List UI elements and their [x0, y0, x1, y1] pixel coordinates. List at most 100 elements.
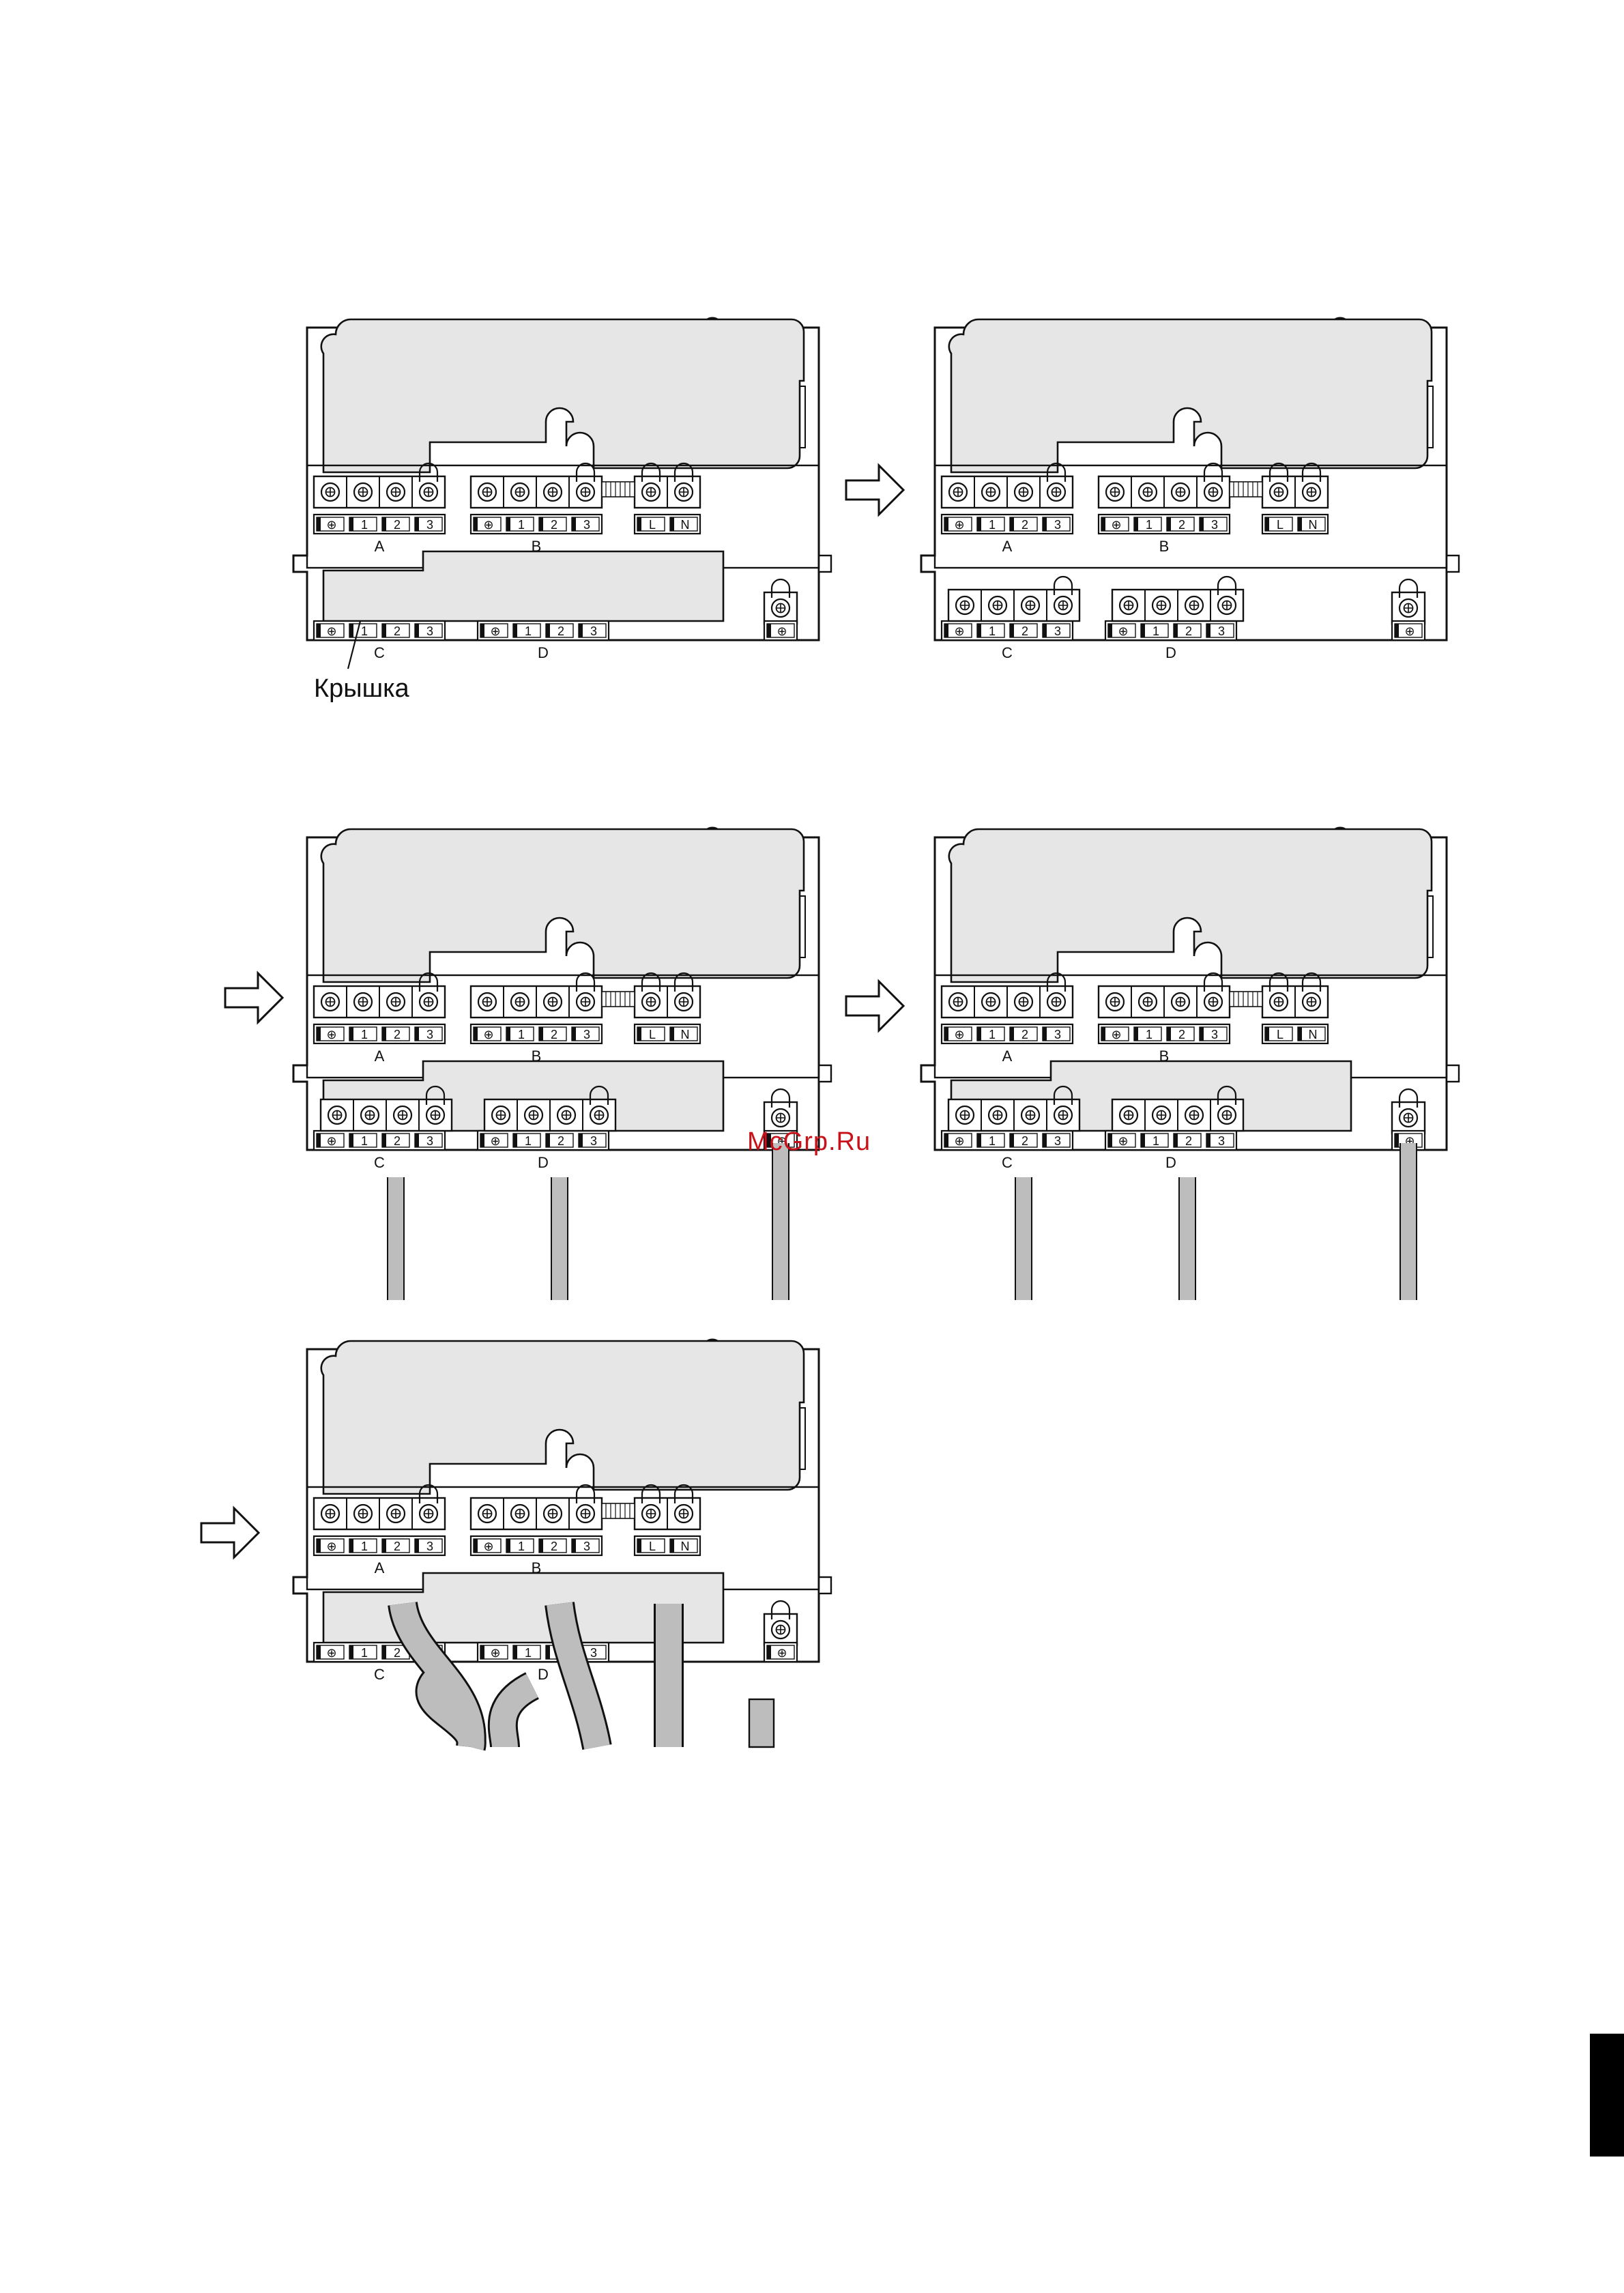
- watermark: McGrp.Ru: [747, 1127, 871, 1157]
- terminal-label: ⊕: [483, 1540, 493, 1553]
- label-cell-mark: [513, 1645, 517, 1659]
- label-cell-mark: [637, 517, 641, 531]
- label-cell-mark: [474, 517, 478, 531]
- label-cell-mark: [382, 1539, 386, 1553]
- label-cell-mark: [546, 624, 550, 637]
- page-edge-tab: [1590, 2034, 1624, 2157]
- terminal-label: ⊕: [490, 1134, 500, 1148]
- terminal-label: N: [681, 1028, 690, 1041]
- terminal-label: 2: [394, 518, 401, 532]
- label-cell-mark: [415, 1027, 419, 1041]
- label-cell-mark: [977, 1134, 981, 1147]
- label-cell-mark: [317, 1134, 321, 1147]
- label-cell-mark: [1167, 517, 1171, 531]
- label-cell-mark: [1395, 1134, 1399, 1147]
- group-letter: A: [1002, 1048, 1013, 1065]
- label-cell-mark: [579, 1134, 583, 1147]
- terminal-label: 1: [361, 1028, 368, 1041]
- terminal-label: 3: [426, 624, 433, 638]
- label-cell-mark: [546, 1134, 550, 1147]
- terminal-label: N: [1309, 1028, 1318, 1041]
- label-cell-mark: [572, 517, 576, 531]
- label-cell-mark: [539, 1027, 543, 1041]
- terminal-label: 1: [989, 624, 996, 638]
- label-cell-mark: [1108, 624, 1112, 637]
- label-cell-mark: [506, 1027, 510, 1041]
- label-cell-mark: [637, 1027, 641, 1041]
- terminal-label: 1: [361, 624, 368, 638]
- label-cell-mark: [1010, 1027, 1014, 1041]
- terminal-label: ⊕: [1111, 518, 1121, 532]
- terminal-label: 3: [1218, 624, 1225, 638]
- mounting-lug: [1447, 1065, 1459, 1082]
- terminal-label: ⊕: [326, 518, 336, 532]
- terminal-label: 3: [426, 1028, 433, 1041]
- terminal-label: ⊕: [326, 1028, 336, 1041]
- terminal-label: 1: [1146, 518, 1152, 532]
- terminal-label: L: [649, 1540, 656, 1553]
- terminal-label: 2: [551, 1540, 557, 1553]
- terminal-label: ⊕: [1118, 1134, 1128, 1148]
- step-arrow-icon: [201, 1508, 259, 1557]
- label-cell-mark: [480, 1134, 484, 1147]
- label-cell-mark: [1043, 624, 1047, 637]
- group-letter: A: [375, 538, 385, 555]
- terminal-label: 3: [426, 1134, 433, 1148]
- terminal-label: 1: [989, 1028, 996, 1041]
- terminal-label: N: [681, 1540, 690, 1553]
- label-cell-mark: [944, 517, 948, 531]
- label-cell-mark: [1010, 1134, 1014, 1147]
- label-cell-mark: [1206, 1134, 1210, 1147]
- terminal-label: ⊕: [954, 518, 964, 532]
- label-cell-mark: [1298, 517, 1302, 531]
- group-letter: A: [375, 1048, 385, 1065]
- label-cell-mark: [539, 1539, 543, 1553]
- mounting-lug: [819, 1065, 831, 1082]
- label-cell-mark: [1206, 624, 1210, 637]
- label-cell-mark: [546, 1645, 550, 1659]
- terminal-label: ⊕: [483, 518, 493, 532]
- terminal-label: ⊕: [1111, 1028, 1121, 1041]
- label-cell-mark: [767, 1645, 771, 1659]
- label-cell-mark: [415, 624, 419, 637]
- label-cell-mark: [317, 517, 321, 531]
- label-cell-mark: [506, 517, 510, 531]
- label-cell-mark: [317, 1539, 321, 1553]
- terminal-label: L: [1277, 518, 1284, 532]
- label-cell-mark: [572, 1027, 576, 1041]
- terminal-label: 2: [1021, 624, 1028, 638]
- terminal-label: 3: [583, 1540, 590, 1553]
- label-cell-mark: [977, 517, 981, 531]
- terminal-label: 1: [518, 518, 525, 532]
- terminal-label: N: [681, 518, 690, 532]
- ground-cable: [749, 1699, 774, 1747]
- label-cell-mark: [1395, 624, 1399, 637]
- label-cell-mark: [506, 1539, 510, 1553]
- label-cell-mark: [317, 624, 321, 637]
- terminal-label: ⊕: [954, 624, 964, 638]
- label-cell-mark: [579, 624, 583, 637]
- terminal-label: 1: [525, 1134, 532, 1148]
- terminal-label: 2: [1021, 518, 1028, 532]
- group-letter: C: [374, 1666, 385, 1683]
- label-cell-mark: [349, 1539, 353, 1553]
- terminal-label: 2: [1021, 1028, 1028, 1041]
- terminal-label: ⊕: [490, 624, 500, 638]
- terminal-label: 1: [989, 518, 996, 532]
- label-cell-mark: [1141, 1134, 1145, 1147]
- terminal-label: 3: [1054, 518, 1061, 532]
- terminal-label: 3: [1054, 1028, 1061, 1041]
- label-cell-mark: [513, 624, 517, 637]
- terminal-label: ⊕: [1404, 624, 1415, 638]
- terminal-label: ⊕: [954, 1134, 964, 1148]
- group-letter: D: [538, 644, 549, 661]
- label-cell-mark: [349, 1027, 353, 1041]
- terminal-label: ⊕: [326, 624, 336, 638]
- label-cell-mark: [1167, 1027, 1171, 1041]
- terminal-label: ⊕: [777, 1646, 787, 1660]
- label-cell-mark: [1200, 517, 1204, 531]
- terminal-label: 3: [590, 1134, 597, 1148]
- mounting-lug: [819, 1577, 831, 1593]
